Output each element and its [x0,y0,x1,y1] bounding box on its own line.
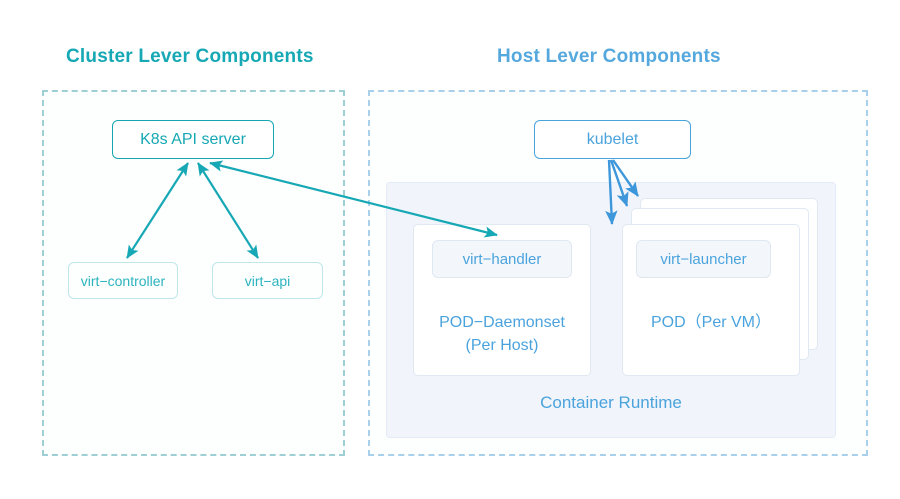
virt-controller-node[interactable]: virt−controller [68,262,178,299]
k8s-api-server-node[interactable]: K8s API server [112,120,274,159]
pod-daemonset-caption-line-2: (Per Host) [465,337,539,354]
kubelet-node[interactable]: kubelet [534,120,691,159]
pod-daemonset-caption: POD−Daemonset (Per Host) [413,311,591,357]
cluster-section-title: Cluster Lever Components [66,46,314,67]
host-section-title: Host Lever Components [497,46,721,67]
virt-launcher-node[interactable]: virt−launcher [636,240,771,278]
virt-handler-node[interactable]: virt−handler [432,240,572,278]
pod-daemonset-caption-line-1: POD−Daemonset [439,314,565,331]
pod-per-vm-caption: POD（Per VM） [650,314,772,331]
virt-api-node[interactable]: virt−api [212,262,323,299]
container-runtime-label: Container Runtime [540,393,682,412]
